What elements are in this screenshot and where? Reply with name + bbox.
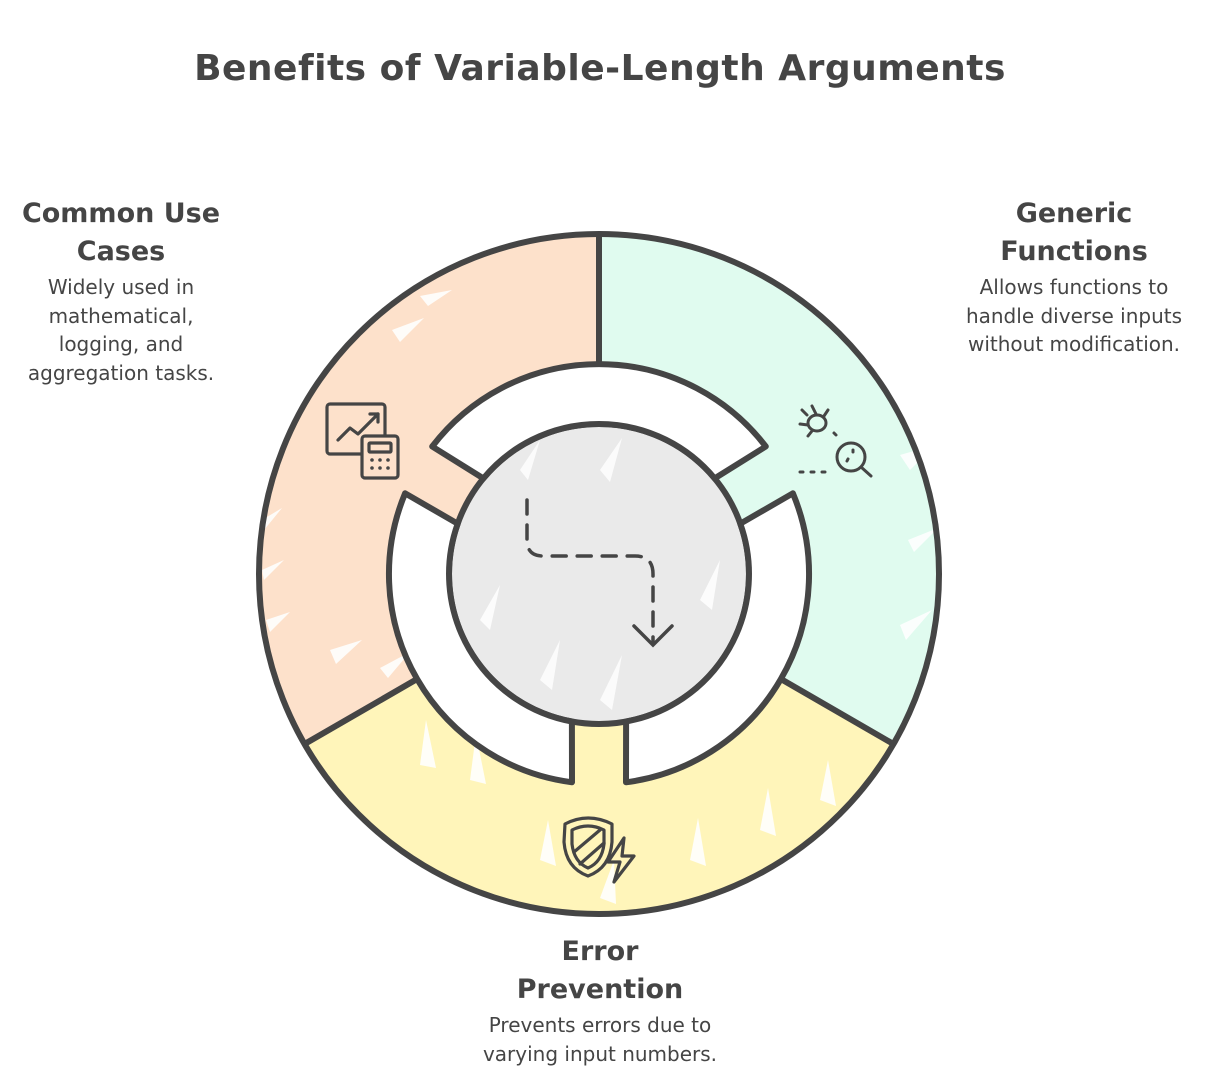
desc-line: Widely used in [47,275,195,299]
chart-calculator-icon [325,402,400,480]
description-error-prevention: Prevents errors due to varying input num… [440,1011,760,1068]
desc-line: handle diverse inputs [965,303,1183,328]
center-hatch [480,438,720,710]
diagram-title: Benefits of Variable-Length Arguments [194,48,1006,89]
label-error-prevention: Error Prevention Prevents errors due to … [440,933,760,1068]
bug-search-icon [798,404,873,478]
heading-common-use-cases-line2: Cases [76,236,166,267]
description-generic-functions: Allows functions to handle diverse input… [940,273,1208,359]
heading-generic-functions: Generic [1015,198,1133,229]
desc-line: aggregation tasks. [27,360,215,385]
desc-line: Allows functions to [979,275,1169,299]
desc-line: without modification. [967,332,1181,356]
heading-common-use-cases: Common Use [21,198,221,229]
desc-line: Prevents errors due to [488,1013,712,1037]
heading-generic-functions-line2: Functions [1000,236,1148,267]
sector-error-prevention [304,574,894,914]
heading-error-prevention-line2: Prevention [516,974,684,1005]
description-common-use-cases: Widely used in mathematical, logging, an… [0,273,242,387]
shield-lightning-icon [562,816,636,884]
inner-arc-right [623,490,813,786]
heading-error-prevention: Error [561,936,639,967]
desc-line: logging, and [58,332,184,356]
inner-ring [385,361,813,786]
label-common-use-cases: Common Use Cases Widely used in mathemat… [0,195,242,387]
desc-line: varying input numbers. [482,1041,718,1066]
desc-line: mathematical, [48,303,194,328]
hatch-accents [262,244,938,904]
label-generic-functions: Generic Functions Allows functions to ha… [940,195,1208,359]
inner-arc-top [429,361,769,482]
divider-lower-left [303,676,419,747]
inner-arc-left [385,490,575,786]
divider-lower-right [779,676,895,747]
dashed-path-arrow-icon [525,498,674,648]
